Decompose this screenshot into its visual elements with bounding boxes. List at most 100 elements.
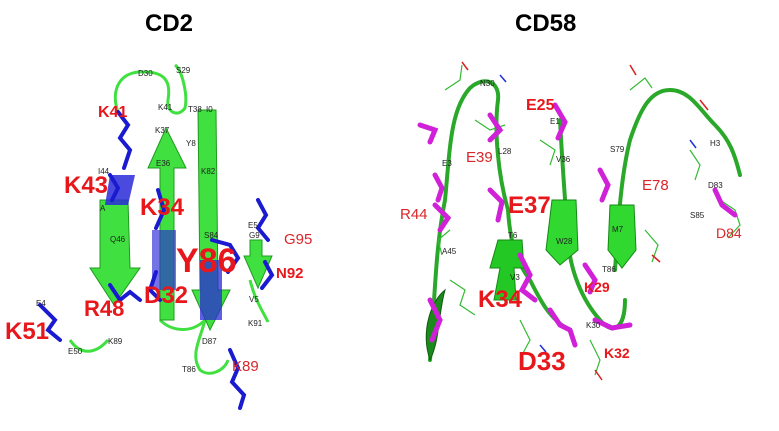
cd2-label-k89: K89 bbox=[232, 358, 259, 375]
cd2-small-label: G9 bbox=[249, 231, 260, 240]
cd2-label-k51: K51 bbox=[5, 318, 50, 345]
cd58-atom-ticks-blue bbox=[499, 74, 697, 353]
cd2-residue-k43 bbox=[108, 173, 121, 202]
cd2-strand-a bbox=[89, 199, 141, 306]
cd58-label-e37: E37 bbox=[508, 192, 551, 219]
cd2-small-label: K91 bbox=[248, 319, 263, 328]
cd2-residue-n92 bbox=[260, 260, 275, 290]
cd2-strand-d bbox=[243, 239, 273, 290]
cd58-atom-ticks bbox=[461, 61, 709, 381]
cd2-bottom-loop bbox=[68, 338, 110, 353]
cd2-panel: CD2 D30 S29 K41 K3 bbox=[5, 10, 313, 410]
cd2-small-label: T86 bbox=[182, 365, 196, 374]
cd58-small-label: D83 bbox=[708, 181, 723, 190]
cd58-strand-c bbox=[607, 204, 637, 269]
cd58-residue-k34 bbox=[517, 252, 538, 303]
cd58-residue-k29 bbox=[582, 262, 598, 295]
cd58-label-e78: E78 bbox=[642, 177, 669, 194]
cd58-small-label: S79 bbox=[610, 145, 625, 154]
cd58-residue-k32 bbox=[592, 317, 633, 331]
cd2-residue-k51 bbox=[38, 303, 62, 342]
cd58-small-label: T86 bbox=[602, 265, 616, 274]
cd58-label-k29: K29 bbox=[584, 279, 610, 295]
cd2-small-label: K82 bbox=[201, 167, 216, 176]
cd58-residue-d84 bbox=[712, 187, 738, 218]
cd2-strand-a-shade bbox=[105, 175, 135, 205]
cd2-small-label: D30 bbox=[138, 69, 153, 78]
cd2-label-n92: N92 bbox=[276, 265, 304, 282]
cd58-small-label: S85 bbox=[690, 211, 705, 220]
cd58-label-d33: D33 bbox=[518, 346, 566, 376]
cd58-small-label: H3 bbox=[710, 139, 721, 148]
cd2-label-y86: Y86 bbox=[176, 242, 237, 280]
cd2-top-loop bbox=[113, 63, 188, 115]
cd58-label-k32: K32 bbox=[604, 345, 630, 361]
cd2-small-label: S84 bbox=[204, 231, 219, 240]
cd2-residue-k34 bbox=[154, 188, 167, 230]
cd2-residue-y86 bbox=[210, 238, 241, 274]
cd58-small-label: V36 bbox=[556, 155, 571, 164]
cd2-loop-mid bbox=[158, 318, 207, 331]
cd58-small-label: K30 bbox=[586, 321, 601, 330]
cd2-small-label: Q46 bbox=[110, 235, 126, 244]
cd2-residue-g95 bbox=[255, 198, 270, 242]
cd2-residue-k41 bbox=[116, 110, 133, 170]
cd2-strand-b bbox=[147, 126, 187, 321]
cd58-residue-helix bbox=[427, 297, 443, 343]
cd58-label-k34: K34 bbox=[478, 286, 523, 313]
cd2-small-label: K37 bbox=[155, 126, 170, 135]
cd58-small-label: A45 bbox=[442, 247, 457, 256]
cd2-strand-c-shade bbox=[200, 260, 222, 320]
cd2-label-r48: R48 bbox=[84, 296, 125, 321]
cd58-small-label: V3 bbox=[510, 273, 520, 282]
cd58-strand-a bbox=[489, 239, 525, 301]
cd58-panel: CD58 bbox=[390, 0, 779, 431]
cd58-small-label: T6 bbox=[508, 231, 518, 240]
cd58-label-e39: E39 bbox=[466, 149, 493, 166]
cd58-residue-e25 bbox=[552, 102, 568, 141]
cd58-small-label: W28 bbox=[556, 237, 573, 246]
cd2-residue-r48 bbox=[108, 283, 142, 303]
cd58-residue-d33 bbox=[547, 307, 578, 348]
cd2-label-k43: K43 bbox=[64, 172, 109, 199]
cd2-small-label: T38 bbox=[188, 105, 202, 114]
cd2-label-k34: K34 bbox=[140, 194, 185, 221]
cd2-strand-b-shade bbox=[152, 230, 176, 290]
cd2-small-label: E5 bbox=[248, 221, 258, 230]
cd2-small-label: I44 bbox=[98, 167, 110, 176]
cd58-structure bbox=[417, 61, 742, 381]
cd2-label-d32: D32 bbox=[144, 282, 189, 309]
cd2-small-label: E4 bbox=[36, 299, 46, 308]
cd58-residue-1 bbox=[417, 122, 439, 145]
cd2-small-label: S29 bbox=[176, 66, 191, 75]
cd58-label-r44: R44 bbox=[400, 206, 428, 223]
cd2-label-g95: G95 bbox=[284, 231, 313, 248]
cd2-label-k41: K41 bbox=[98, 104, 128, 121]
cd58-thin-sticks bbox=[437, 64, 741, 376]
cd2-structure bbox=[38, 63, 275, 410]
cd2-small-label: E50 bbox=[68, 347, 83, 356]
cd58-residue-2 bbox=[432, 172, 445, 203]
cd58-small-label: M7 bbox=[612, 225, 624, 234]
cd2-small-label: I0 bbox=[206, 105, 213, 114]
cd2-residues bbox=[38, 110, 275, 410]
cd2-residue-d32 bbox=[147, 270, 162, 302]
cd58-residue-e78 bbox=[597, 167, 611, 203]
cd58-small-label: E1 bbox=[550, 117, 560, 126]
cd2-small-label: V5 bbox=[249, 295, 259, 304]
cd58-loop-4 bbox=[613, 87, 742, 272]
cd2-small-label: E36 bbox=[156, 159, 171, 168]
cd58-small-label: L28 bbox=[498, 147, 512, 156]
cd58-strand-b bbox=[545, 199, 579, 266]
cd2-small-label: K41 bbox=[158, 103, 173, 112]
cd58-residue-r44 bbox=[432, 202, 452, 233]
cd58-residue-e39 bbox=[487, 112, 504, 143]
cd2-small-label: K89 bbox=[108, 337, 123, 346]
cd2-loop-right bbox=[248, 279, 270, 323]
cd2-title: CD2 bbox=[145, 10, 194, 37]
cd58-small-label: E3 bbox=[442, 159, 452, 168]
cd2-small-label: D87 bbox=[202, 337, 217, 346]
cd2-residue-k89 bbox=[228, 348, 247, 410]
cd2-small-label: A bbox=[100, 204, 106, 213]
cd58-small-label: N30 bbox=[480, 79, 495, 88]
